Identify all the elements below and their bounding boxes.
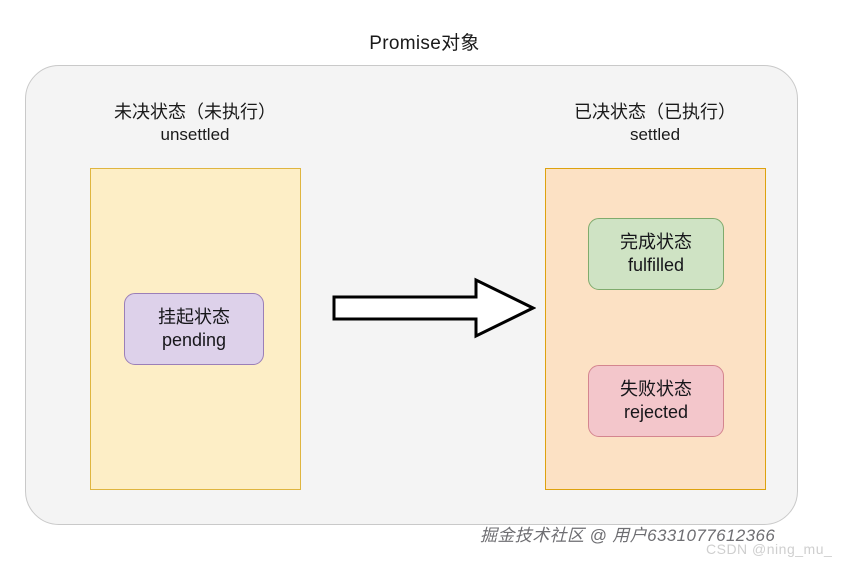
state-group-settled: [545, 168, 766, 490]
state-chip-pending-label-zh: 挂起状态: [158, 306, 230, 327]
state-chip-pending-label-en: pending: [161, 330, 227, 350]
state-chip-rejected-label-zh: 失败状态: [620, 378, 692, 399]
watermark-primary: 掘金技术社区 @ 用户6331077612366: [480, 526, 776, 545]
group-heading-settled-en: settled: [629, 125, 681, 145]
state-chip-fulfilled[interactable]: 完成状态 fulfilled: [588, 218, 724, 290]
state-chip-pending[interactable]: 挂起状态 pending: [124, 293, 264, 365]
watermark-secondary: CSDN @ning_mu_: [706, 541, 833, 557]
group-heading-unsettled: 未决状态（未执行） unsettled: [60, 100, 330, 147]
state-chip-rejected-label-en: rejected: [623, 402, 689, 422]
state-chip-rejected[interactable]: 失败状态 rejected: [588, 365, 724, 437]
state-chip-fulfilled-label-en: fulfilled: [627, 255, 685, 275]
state-chip-fulfilled-label-zh: 完成状态: [620, 231, 692, 252]
page-title: Promise对象: [369, 33, 480, 54]
right-arrow-icon: [332, 277, 536, 339]
group-heading-unsettled-en: unsettled: [160, 125, 230, 145]
group-heading-settled-zh: 已决状态（已执行）: [574, 102, 736, 122]
group-heading-settled: 已决状态（已执行） settled: [520, 100, 790, 147]
group-heading-unsettled-zh: 未决状态（未执行）: [114, 102, 276, 122]
